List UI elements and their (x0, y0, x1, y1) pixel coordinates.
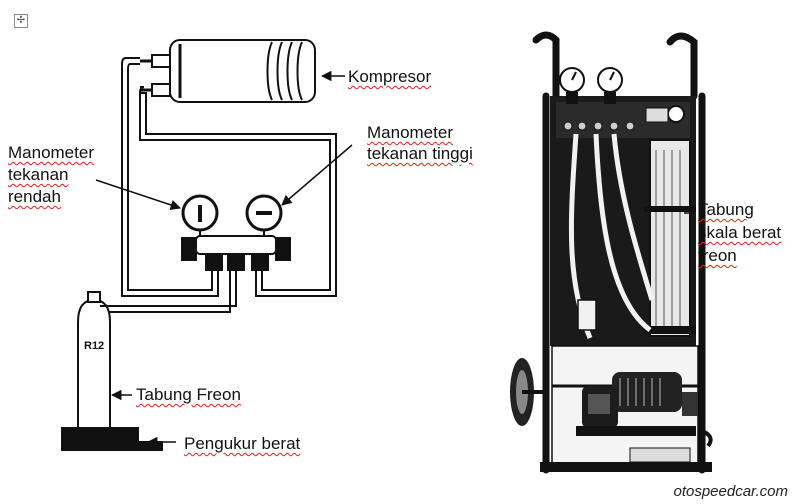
label-manometer-rendah-line1: Manometer (8, 143, 94, 162)
label-manometer-tinggi-line1: Manometer (367, 123, 453, 142)
label-tabung-freon: Tabung Freon (136, 385, 241, 404)
charging-station-illustration (510, 31, 713, 474)
label-tabung-skala-line2: skala berat (698, 223, 782, 242)
watermark: otospeedcar.com (673, 483, 788, 500)
compressor (140, 39, 316, 103)
label-manometer-rendah-line2: tekanan (8, 165, 69, 184)
label-pengukur-berat: Pengukur berat (184, 434, 301, 453)
move-handle-icon[interactable]: ✢ (14, 14, 28, 28)
cylinder-label: R12 (84, 340, 104, 352)
manifold-gauge-set (181, 194, 291, 271)
freon-cylinder (61, 291, 163, 451)
label-tabung-skala-line3: freon (698, 246, 737, 265)
label-manometer-rendah-line3: rendah (8, 187, 61, 206)
label-arrows (95, 70, 353, 448)
label-manometer-tinggi-line2: tekanan tinggi (367, 144, 473, 163)
label-tabung-skala-line1: Tabung (698, 200, 754, 219)
label-kompresor: Kompresor (348, 67, 432, 86)
hoses (106, 57, 337, 313)
